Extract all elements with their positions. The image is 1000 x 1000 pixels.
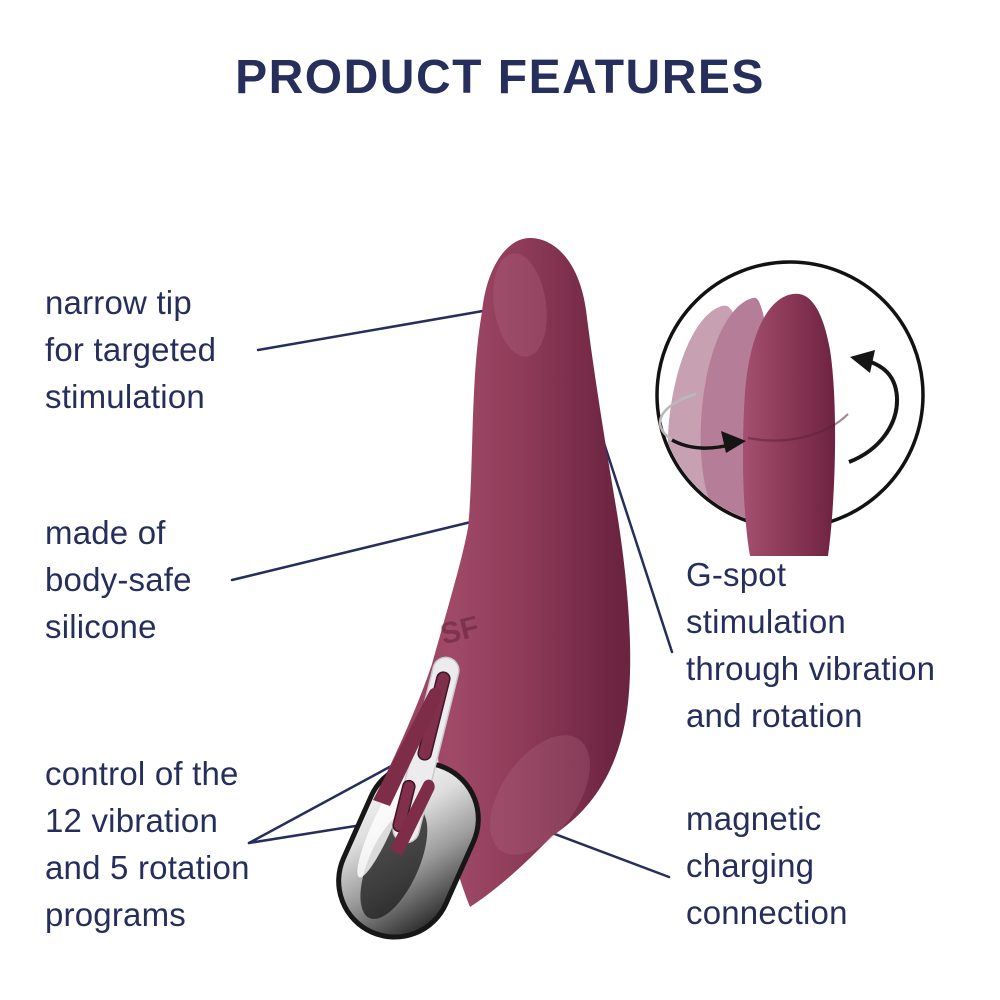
callout-line-narrow-tip [256,309,485,352]
tip-seam [747,413,849,442]
feature-line: magnetic [686,800,822,837]
rotation-arrow-icon [658,350,900,464]
feature-line: stimulation [45,378,205,415]
device-tip-solid [742,293,836,556]
feature-line: through vibration [686,650,936,687]
callout-line-body-safe [230,520,473,582]
feature-line: narrow tip [45,284,192,321]
body-sliver-lower [390,779,435,856]
feature-line: and 5 rotation [45,849,250,886]
body-sliver-upper [373,687,442,806]
callout-line-programs-upper [247,755,410,845]
feature-line: made of [45,514,166,551]
body-highlight-tip [493,253,547,357]
feature-label-magnetic-charging: magnetic charging connection [686,795,848,936]
feature-line: for targeted [45,331,217,368]
body-highlight-flap [490,735,590,855]
rotation-inset [655,260,925,556]
vibrator-device: SF [336,237,631,940]
feature-label-body-safe-silicone: made of body-safe silicone [45,509,192,650]
feature-line: connection [686,894,848,931]
feature-line: stimulation [686,603,846,640]
control-panel [392,656,460,844]
feature-line: charging [686,847,815,884]
feature-line: control of the [45,755,239,792]
page-title: PRODUCT FEATURES [235,51,765,104]
feature-line: and rotation [686,697,863,734]
feature-line: silicone [45,608,157,645]
feature-label-vibration-programs: control of the 12 vibration and 5 rotati… [45,750,250,938]
feature-line: body-safe [45,561,192,598]
feature-label-narrow-tip: narrow tip for targeted stimulation [45,279,216,420]
feature-line: 12 vibration [45,802,219,839]
feature-line: programs [45,896,186,933]
feature-line: G-spot [686,556,787,593]
feature-label-g-spot-stimulation: G-spot stimulation through vibration and… [686,551,935,739]
control-button-bottom [392,779,416,833]
